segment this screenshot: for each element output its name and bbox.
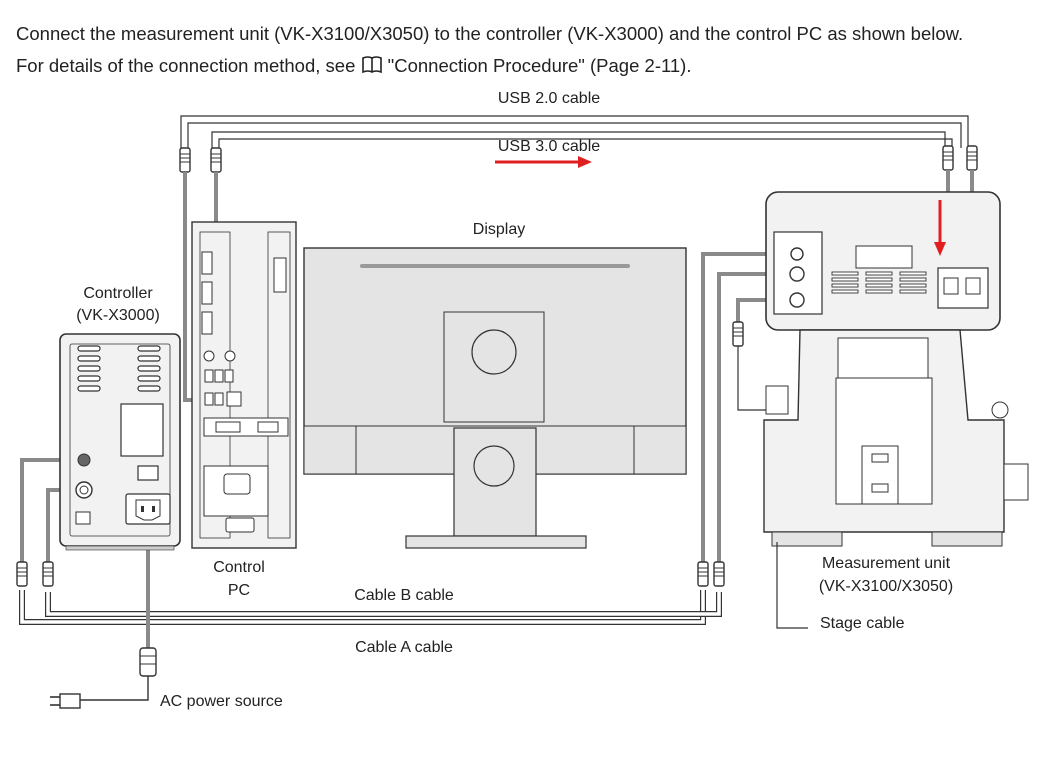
cable-a-port-unit [790, 247, 804, 261]
control-pc [191, 221, 297, 549]
usb-3-cable [211, 131, 953, 150]
stage-cable-port-unit [789, 292, 805, 308]
cable-b-connector-unit [713, 561, 725, 587]
usb-3-direction-arrow [495, 156, 592, 168]
controller-label-line1: Controller [83, 285, 153, 302]
power-switch [137, 465, 159, 481]
ac-power-label: AC power source [160, 693, 283, 710]
measurement-unit [763, 191, 1029, 547]
usb-2-cable [180, 115, 969, 150]
usb-3-connector-pc [210, 147, 222, 173]
stage-cable-port-body [765, 385, 789, 415]
usb-3-cable-label: USB 3.0 cable [498, 138, 600, 155]
usb-2-connector-unit [966, 145, 978, 171]
pc-slot [273, 257, 287, 293]
cable-b-port-unit [789, 266, 805, 282]
display-base [405, 535, 587, 549]
cable-b [45, 592, 722, 617]
display-label: Display [473, 221, 525, 238]
ac-inlet-controller [125, 493, 171, 525]
ac-plug [50, 647, 157, 709]
ac-inlet-pc [203, 465, 269, 533]
connection-procedure-link[interactable]: "Connection Procedure" (Page 2-11). [387, 55, 692, 76]
unit-stage-head [837, 337, 929, 381]
pc-label-line2: PC [228, 582, 250, 599]
usb-2-connector-pc [179, 147, 191, 173]
stage-cable-connector [732, 321, 744, 347]
usb-ports-pc [204, 369, 242, 407]
cable-b-connector-controller [42, 561, 54, 587]
cable-a-unit-run [701, 252, 790, 562]
pc-label-line1: Control [213, 559, 265, 576]
display-stand [453, 427, 537, 537]
unit-label-line1: Measurement unit [822, 555, 951, 572]
unit-label-line2: (VK-X3100/X3050) [819, 578, 953, 595]
controller [59, 333, 181, 551]
insert-direction-arrow [934, 200, 946, 256]
unit-label-plate [855, 245, 913, 269]
cable-a-label: Cable A cable [355, 639, 453, 656]
cable-b-port-controller [75, 481, 93, 499]
cable-a-connector-controller [16, 561, 28, 587]
stage-cable-run-lower [737, 346, 768, 411]
instruction-text-1: Connect the measurement unit (VK-X3100/X… [16, 23, 964, 44]
unit-side-knob [1003, 463, 1029, 501]
usb-2-cable-label: USB 2.0 cable [498, 90, 600, 107]
controller-label-panel [120, 403, 164, 457]
instruction-line-2: For details of the connection method, se… [16, 54, 691, 78]
controller-ground-terminal [75, 511, 91, 525]
cable-a-port-controller [77, 453, 91, 467]
display [303, 247, 687, 549]
cable-a [19, 590, 706, 625]
instruction-text-2: For details of the connection method, se… [16, 55, 356, 76]
stage-cable-leader [776, 542, 808, 629]
pc-video-ports [203, 417, 289, 437]
usb-3-connector-unit [942, 145, 954, 171]
unit-vents [831, 271, 927, 294]
book-icon [361, 56, 382, 74]
cable-a-connector-unit [697, 561, 709, 587]
stage-cable-label: Stage cable [820, 615, 905, 632]
cable-b-label: Cable B cable [354, 587, 454, 604]
instruction-line-1: Connect the measurement unit (VK-X3100/X… [16, 22, 963, 46]
controller-label-line2: (VK-X3000) [76, 307, 160, 324]
